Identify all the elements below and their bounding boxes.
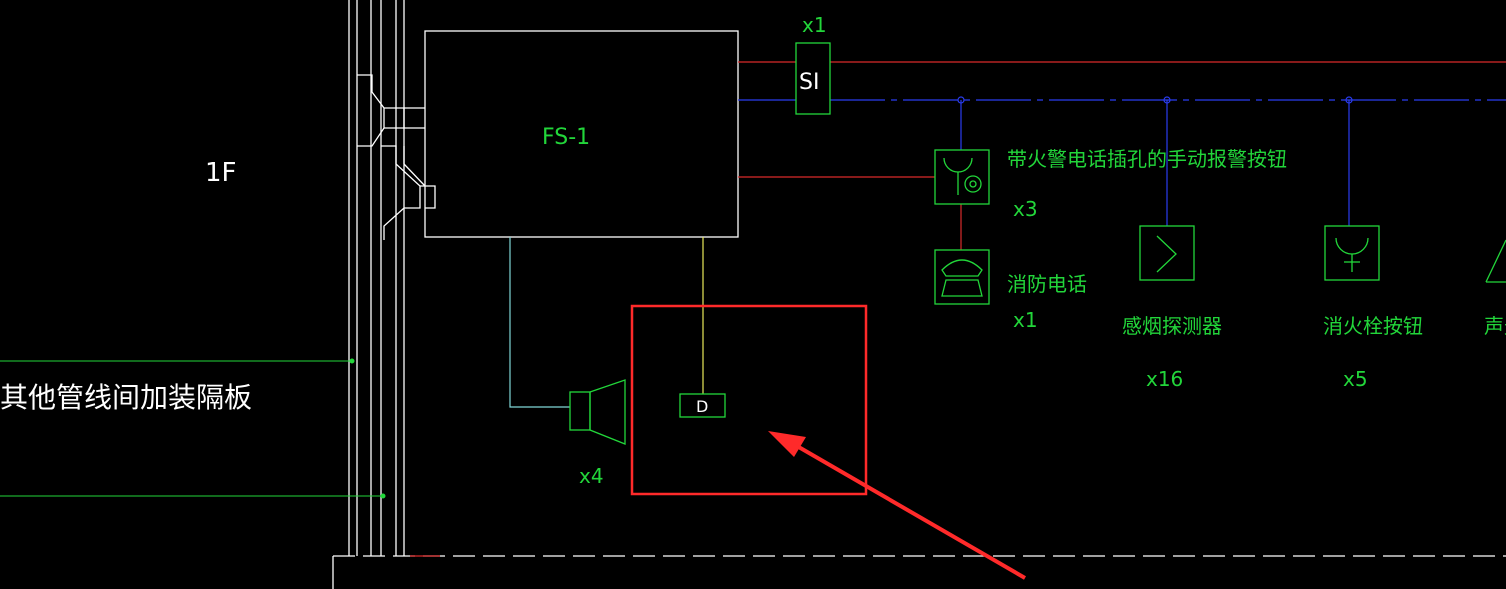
partition-leader-lines [0, 358, 386, 499]
floor-line [332, 555, 1506, 589]
hydrant-button-count-label: x5 [1343, 367, 1368, 391]
fire-phone-label: 消防电话 [1007, 272, 1087, 296]
sound-light-alarm-icon [1485, 239, 1506, 283]
speaker-feed-line [509, 237, 570, 408]
panel-fs1-box [424, 30, 739, 238]
manual-alarm-label: 带火警电话插孔的手动报警按钮 [1007, 147, 1287, 171]
smoke-detector-count-label: x16 [1146, 367, 1183, 391]
d-module-box [679, 393, 726, 418]
si-module-box [795, 42, 831, 115]
fire-phone-icon [934, 249, 990, 305]
shaft-walls [348, 0, 436, 556]
hydrant-button-label: 消火栓按钮 [1323, 314, 1423, 338]
smoke-detector-label: 感烟探测器 [1122, 314, 1222, 338]
red-bus-lines [738, 61, 1506, 250]
blue-bus-lines [738, 99, 1506, 226]
smoke-detector-icon [1139, 225, 1195, 281]
manual-alarm-count-label: x3 [1013, 197, 1038, 221]
highlight-box [630, 304, 868, 496]
blue-bus-taps [957, 96, 1353, 104]
d-module-label: D [696, 397, 708, 416]
manual-alarm-button-icon [934, 149, 990, 205]
floor-label: 1F [205, 158, 237, 188]
speaker-count-label: x4 [579, 464, 604, 488]
partition-note-label: 其他管线间加装隔板 [0, 381, 252, 414]
fire-phone-count-label: x1 [1013, 308, 1038, 332]
si-module-label: SI [799, 70, 819, 95]
speaker-icon [569, 379, 626, 445]
si-count-label: x1 [802, 13, 827, 37]
hydrant-button-icon [1324, 225, 1380, 281]
sound-light-alarm-label: 声光 [1484, 314, 1506, 338]
panel-fs1-label: FS-1 [542, 125, 590, 150]
highlight-arrow [768, 431, 1027, 580]
